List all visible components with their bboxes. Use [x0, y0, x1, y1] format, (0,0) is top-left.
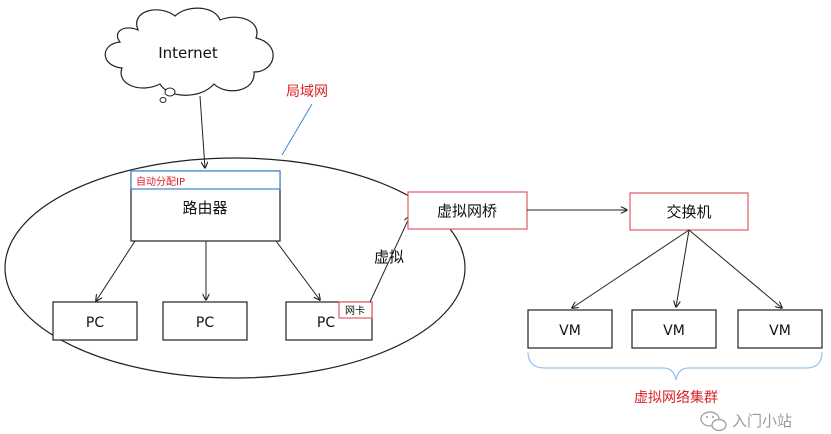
cluster-bracket [527, 351, 823, 381]
switch-label: 交换机 [666, 203, 711, 221]
vm3-label: VM [769, 323, 791, 339]
pc2-box [162, 301, 248, 341]
internet-cloud [104, 7, 274, 103]
cluster-label: 虚拟网络集群 [634, 389, 718, 406]
nic-label: 网卡 [345, 304, 365, 317]
pc3-label: PC [317, 315, 335, 331]
virtual-label: 虚拟 [374, 248, 404, 266]
lan-ellipse [4, 157, 466, 379]
router-to-pc3-arrow [275, 240, 320, 300]
vm3-box [737, 309, 823, 349]
watermark: 入门小站 [700, 411, 792, 432]
vm1-box [527, 309, 613, 349]
pc1-label: PC [86, 315, 104, 331]
vm2-label: VM [663, 323, 685, 339]
switch-to-vm3-arrow [688, 229, 782, 308]
pc1-box [52, 301, 138, 341]
nic-to-bridge-arrow [369, 216, 410, 303]
internet-label: Internet [158, 44, 218, 62]
switch-to-vm2-arrow [676, 229, 690, 307]
nic-box [338, 301, 373, 319]
dhcp-box [130, 170, 281, 190]
vm1-label: VM [559, 323, 581, 339]
switch-to-vm1-arrow [572, 229, 690, 308]
wechat-icon [700, 411, 727, 432]
internet-to-router-arrow [199, 95, 205, 168]
vm2-box [631, 309, 717, 349]
dhcp-label: 自动分配IP [136, 175, 185, 188]
pc2-label: PC [196, 315, 214, 331]
bridge-label: 虚拟网桥 [437, 202, 497, 220]
router-label: 路由器 [182, 199, 227, 217]
lan-label: 局域网 [286, 84, 328, 100]
watermark-text: 入门小站 [732, 412, 792, 430]
lan-pointer-line [281, 103, 313, 156]
router-to-pc1-arrow [96, 240, 136, 301]
